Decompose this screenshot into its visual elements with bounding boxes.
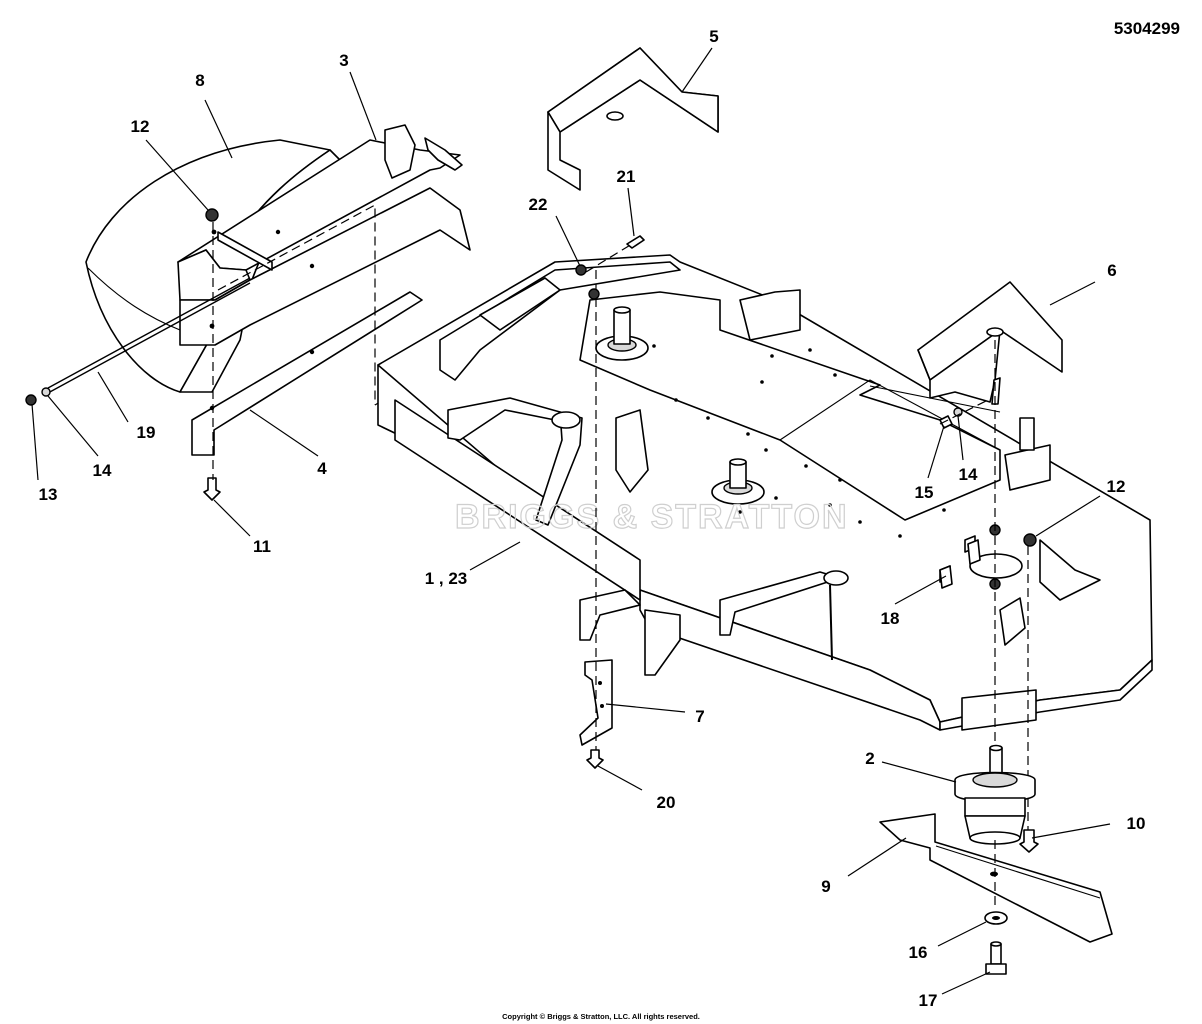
callout-20: 20 <box>657 793 676 812</box>
callout-22: 22 <box>529 195 548 214</box>
nut-12 <box>205 208 219 222</box>
bolt-21 <box>626 235 645 249</box>
lower-chute-bracket <box>191 291 423 456</box>
mower-deck-housing <box>377 254 1153 731</box>
clip-18 <box>967 539 981 565</box>
callout-7: 7 <box>695 707 704 726</box>
callout-12-right: 12 <box>1107 477 1126 496</box>
callout-14-left: 14 <box>93 461 112 480</box>
nut-12-right <box>1023 533 1037 547</box>
callout-6: 6 <box>1107 261 1116 280</box>
hardware-left <box>25 208 221 501</box>
document-number: 5304299 <box>1114 19 1180 38</box>
callout-11: 11 <box>253 537 271 556</box>
gauge-wheel-bracket <box>579 659 613 746</box>
hinge-rod <box>47 277 251 394</box>
callout-14-right: 14 <box>959 465 978 484</box>
callout-12-left: 12 <box>131 117 150 136</box>
callout-17: 17 <box>919 991 938 1010</box>
copyright-notice: Copyright © Briggs & Stratton, LLC. All … <box>502 1012 700 1021</box>
chute-hinge-bracket <box>177 124 471 346</box>
bolt-10 <box>1019 829 1039 853</box>
callout-21: 21 <box>617 167 636 186</box>
clip-18b <box>939 565 953 589</box>
nut-22b <box>588 288 600 300</box>
callout-13: 13 <box>39 485 58 504</box>
nut-22 <box>575 264 587 276</box>
watermark: BRIGGS & STRATTON <box>455 498 849 536</box>
nut-13 <box>25 394 37 406</box>
deck-holes <box>652 344 946 538</box>
bolt-15 <box>939 415 953 429</box>
callout-5: 5 <box>709 27 718 46</box>
callout-19: 19 <box>137 423 156 442</box>
callout-18: 18 <box>881 609 900 628</box>
belt-shield-left <box>547 47 719 191</box>
callout-8: 8 <box>195 71 204 90</box>
callout-1-23: 1 , 23 <box>425 569 468 588</box>
callout-10: 10 <box>1127 814 1146 833</box>
callout-4: 4 <box>317 459 327 478</box>
callout-9: 9 <box>821 877 830 896</box>
washer-14 <box>41 387 51 397</box>
callout-3: 3 <box>339 51 348 70</box>
callout-15: 15 <box>915 483 934 502</box>
mower-blade <box>879 813 1113 943</box>
callout-2: 2 <box>865 749 874 768</box>
spindle-assembly <box>954 744 1036 845</box>
bolt-20 <box>586 749 604 769</box>
leader-lines <box>31 47 1111 995</box>
callout-labels: 8 3 12 5 6 21 22 19 14 13 4 11 1 , 23 15… <box>39 27 1146 1010</box>
bolt-17 <box>985 941 1007 975</box>
belt-shield-right <box>917 281 1063 405</box>
bolt-11 <box>203 477 221 501</box>
callout-16: 16 <box>909 943 928 962</box>
